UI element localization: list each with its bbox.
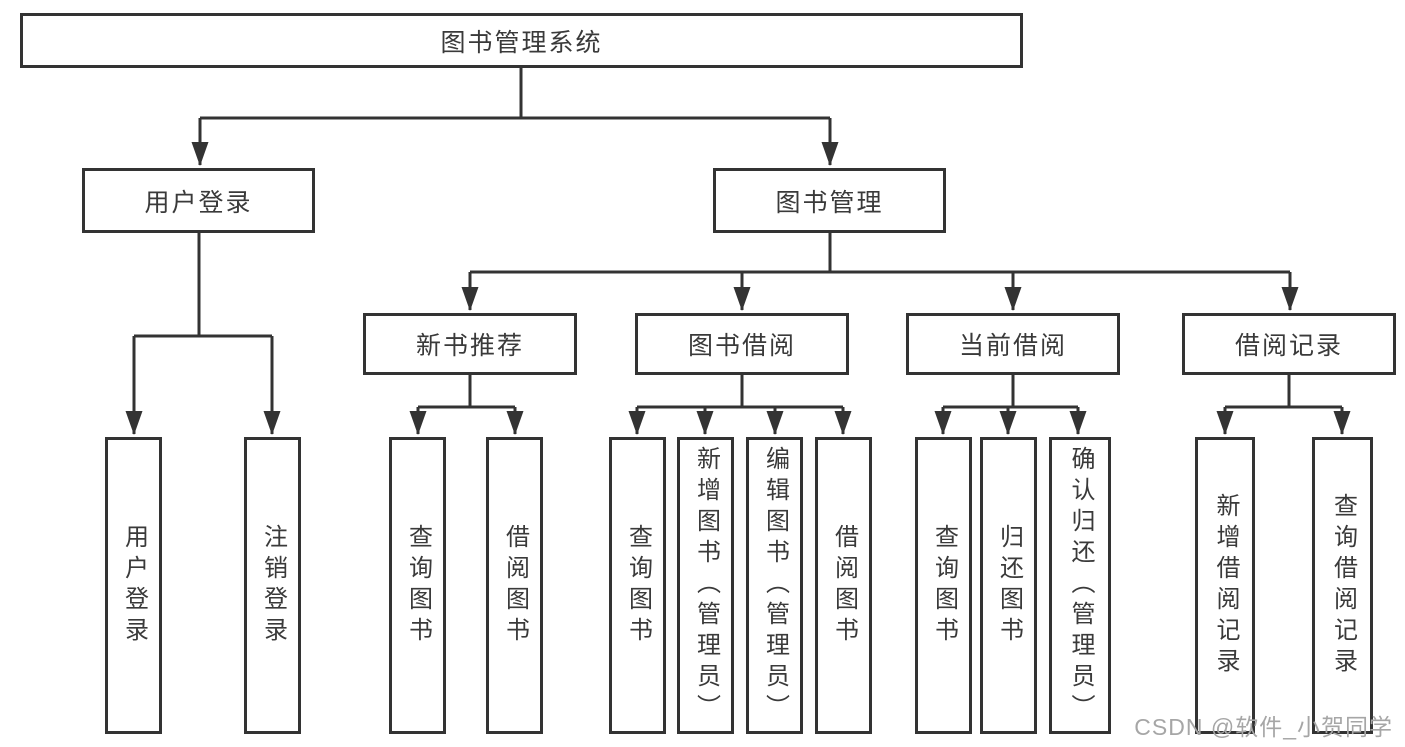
leaf-query-books-current: 查询图书 [915,437,972,734]
leaf-query-borrow-record-label: 查询借阅记录 [1329,492,1357,679]
leaf-query-borrow-record: 查询借阅记录 [1312,437,1373,734]
leaf-query-books-borrow: 查询图书 [609,437,666,734]
leaf-user-login: 用户登录 [105,437,162,734]
node-library-system: 图书管理系统 [20,13,1023,68]
leaf-edit-books-admin: 编辑图书（管理员） [746,437,803,734]
connector-arrows [125,118,1351,435]
leaf-borrow-books: 借阅图书 [815,437,872,734]
leaf-query-books-recommend-label: 查询图书 [404,523,432,648]
node-book-management: 图书管理 [713,168,946,233]
leaf-confirm-return-admin-label: 确认归还（管理员） [1067,446,1094,725]
node-current-borrowing: 当前借阅 [906,313,1120,375]
leaf-borrow-books-recommend: 借阅图书 [486,437,543,734]
leaf-query-books-borrow-label: 查询图书 [624,523,652,648]
leaf-return-books-label: 归还图书 [995,523,1023,648]
leaf-logout: 注销登录 [244,437,301,734]
node-user-login: 用户登录 [82,168,315,233]
leaf-user-login-label: 用户登录 [120,523,148,648]
leaf-add-borrow-record: 新增借阅记录 [1195,437,1255,734]
node-new-book-recommend: 新书推荐 [363,313,577,375]
leaf-query-books-recommend: 查询图书 [389,437,446,734]
leaf-add-books-admin-label: 新增图书（管理员） [692,446,720,725]
leaf-query-books-current-label: 查询图书 [930,523,958,648]
leaf-borrow-books-recommend-label: 借阅图书 [501,523,529,648]
node-borrowing-records: 借阅记录 [1182,313,1396,375]
connector-trunks [134,68,1342,409]
leaf-logout-label: 注销登录 [259,523,287,648]
leaf-return-books: 归还图书 [980,437,1037,734]
leaf-confirm-return-admin: 确认归还（管理员） [1049,437,1111,734]
watermark: CSDN @软件_小贺同学 [1134,714,1393,740]
node-book-borrowing: 图书借阅 [635,313,849,375]
leaf-add-books-admin: 新增图书（管理员） [677,437,734,734]
leaf-add-borrow-record-label: 新增借阅记录 [1212,492,1239,679]
leaf-borrow-books-label: 借阅图书 [830,523,858,648]
leaf-edit-books-admin-label: 编辑图书（管理员） [761,446,789,725]
